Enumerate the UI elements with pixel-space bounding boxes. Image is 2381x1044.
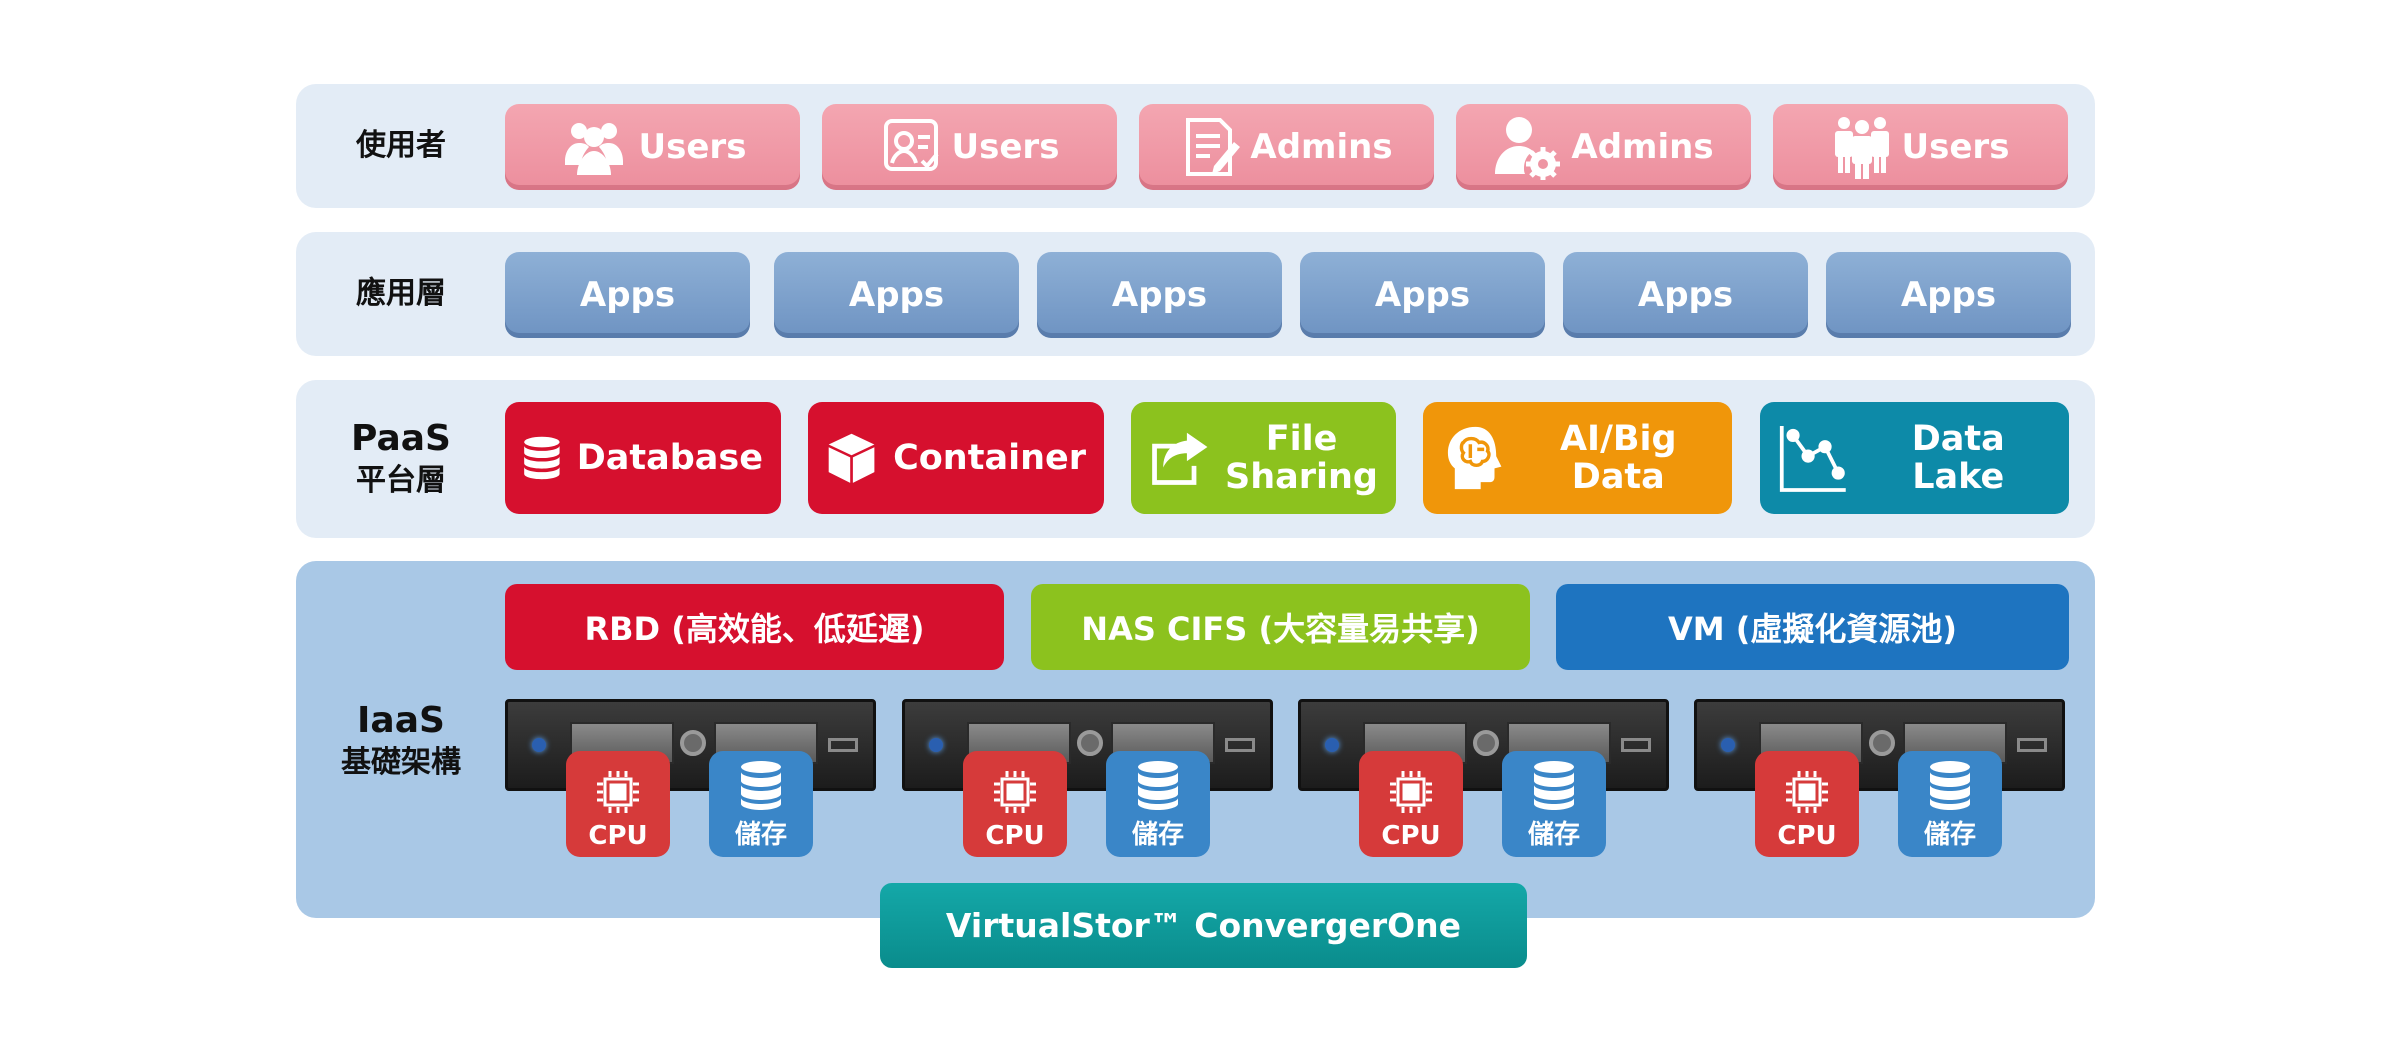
server-port-icon bbox=[2017, 738, 2047, 752]
paas-database-label: Database bbox=[576, 438, 763, 478]
data-graph-icon bbox=[1779, 426, 1846, 492]
user-box-5-label: Users bbox=[1901, 127, 2010, 167]
server-port-icon bbox=[828, 738, 858, 752]
storage-label: 儲存 bbox=[734, 820, 787, 850]
power-led-icon bbox=[929, 738, 943, 752]
server-knob-icon bbox=[1077, 730, 1103, 756]
paas-file-sharing-line2: Sharing bbox=[1225, 457, 1378, 497]
user-box-1: Users bbox=[505, 104, 800, 190]
cpu-label: CPU bbox=[985, 821, 1045, 851]
users-layer-label: 使用者 bbox=[296, 84, 506, 208]
storage-disk-icon bbox=[741, 761, 781, 810]
apps-layer-label: 應用層 bbox=[296, 232, 506, 356]
user-box-5: Users bbox=[1773, 104, 2068, 190]
app-box-1: Apps bbox=[505, 252, 750, 338]
paas-layer-subtitle: 平台層 bbox=[356, 463, 446, 498]
user-box-1-label: Users bbox=[638, 127, 747, 167]
server-chassis bbox=[1298, 699, 1669, 791]
app-box-4: Apps bbox=[1300, 252, 1545, 338]
paas-ai-big-data: AI/Big Data bbox=[1423, 402, 1732, 514]
server-chassis bbox=[505, 699, 876, 791]
brain-head-icon bbox=[1447, 426, 1502, 490]
database-icon bbox=[524, 436, 560, 480]
app-box-2: Apps bbox=[774, 252, 1019, 338]
paas-container: Container bbox=[808, 402, 1104, 514]
paas-file-sharing-line1: File bbox=[1265, 419, 1338, 459]
server-port-icon bbox=[1621, 738, 1651, 752]
users-group-icon bbox=[564, 123, 623, 175]
user-box-4: Admins bbox=[1456, 104, 1751, 190]
storage-disk-icon bbox=[1138, 761, 1178, 810]
cpu-chip-icon bbox=[994, 771, 1036, 813]
app-box-3: Apps bbox=[1037, 252, 1282, 338]
iaas-layer-title: IaaS bbox=[357, 700, 445, 741]
iaas-layer-subtitle: 基礎架構 bbox=[341, 745, 461, 780]
storage-label: 儲存 bbox=[1527, 820, 1580, 850]
paas-data-lake: Data Lake bbox=[1760, 402, 2069, 514]
storage-disk-icon bbox=[1534, 761, 1574, 810]
product-banner: VirtualStor™ ConvergerOne bbox=[880, 883, 1527, 968]
storage-badge: 儲存 bbox=[1106, 751, 1210, 857]
service-vm: VM (虛擬化資源池) bbox=[1556, 584, 2069, 670]
user-box-2: Users bbox=[822, 104, 1117, 190]
user-box-3: Admins bbox=[1139, 104, 1434, 190]
document-edit-icon bbox=[1186, 118, 1241, 176]
cpu-label: CPU bbox=[588, 821, 648, 851]
storage-label: 儲存 bbox=[1923, 820, 1976, 850]
service-rbd: RBD (高效能、低延遲) bbox=[505, 584, 1004, 670]
paas-file-sharing: File Sharing bbox=[1131, 402, 1396, 514]
paas-database: Database bbox=[505, 402, 781, 514]
paas-ai-big-data-label: AI/Big Data bbox=[1559, 419, 1677, 497]
service-nas-cifs: NAS CIFS (大容量易共享) bbox=[1031, 584, 1530, 670]
share-icon bbox=[1152, 432, 1208, 485]
user-box-2-label: Users bbox=[951, 127, 1060, 167]
cpu-badge: CPU bbox=[963, 751, 1067, 857]
cpu-chip-icon bbox=[597, 771, 639, 813]
cpu-badge: CPU bbox=[1755, 751, 1859, 857]
app-box-5: Apps bbox=[1563, 252, 1808, 338]
apps-layer-title: 應用層 bbox=[356, 276, 446, 311]
server-knob-icon bbox=[1869, 730, 1895, 756]
server-chassis bbox=[902, 699, 1273, 791]
server-port-icon bbox=[1225, 738, 1255, 752]
storage-label: 儲存 bbox=[1131, 820, 1184, 850]
power-led-icon bbox=[1721, 738, 1735, 752]
power-led-icon bbox=[1325, 738, 1339, 752]
cpu-label: CPU bbox=[1777, 821, 1837, 851]
paas-layer-label: PaaS 平台層 bbox=[296, 380, 506, 538]
user-box-4-label: Admins bbox=[1571, 127, 1714, 167]
users-layer-title: 使用者 bbox=[356, 128, 446, 163]
cpu-chip-icon bbox=[1390, 771, 1432, 813]
server-knob-icon bbox=[1473, 730, 1499, 756]
user-box-3-label: Admins bbox=[1250, 127, 1393, 167]
cpu-chip-icon bbox=[1786, 771, 1828, 813]
paas-file-sharing-label: File Sharing bbox=[1225, 420, 1378, 496]
storage-badge: 儲存 bbox=[709, 751, 813, 857]
paas-container-label: Container bbox=[893, 438, 1086, 478]
cube-icon bbox=[828, 433, 875, 483]
app-box-6: Apps bbox=[1826, 252, 2071, 338]
cpu-badge: CPU bbox=[566, 751, 670, 857]
storage-disk-icon bbox=[1930, 761, 1970, 810]
user-gear-icon bbox=[1495, 117, 1561, 180]
paas-layer-title: PaaS bbox=[351, 418, 451, 459]
cpu-badge: CPU bbox=[1359, 751, 1463, 857]
storage-badge: 儲存 bbox=[1502, 751, 1606, 857]
paas-data-lake-label: Data Lake bbox=[1911, 419, 2005, 497]
server-chassis bbox=[1694, 699, 2065, 791]
power-led-icon bbox=[532, 738, 546, 752]
cpu-label: CPU bbox=[1381, 821, 1441, 851]
user-card-icon bbox=[883, 119, 939, 171]
storage-badge: 儲存 bbox=[1898, 751, 2002, 857]
server-knob-icon bbox=[680, 730, 706, 756]
iaas-layer-label: IaaS 基礎架構 bbox=[296, 661, 506, 821]
people-icon bbox=[1834, 117, 1889, 179]
